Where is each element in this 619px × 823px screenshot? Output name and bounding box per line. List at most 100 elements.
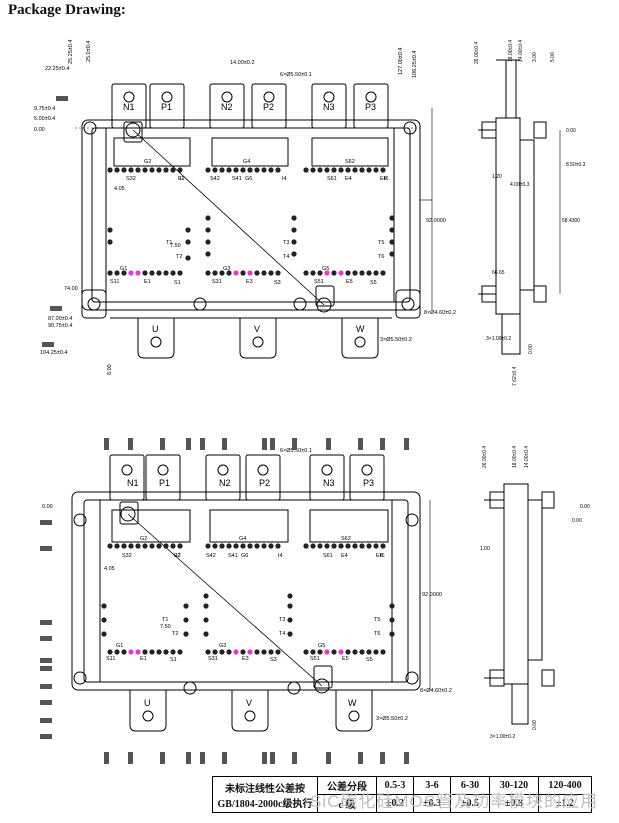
signal-pin [233,270,239,276]
signal-label-s1: S1 [174,280,181,286]
dimension-tag [40,636,52,641]
dimension-tag [262,752,267,764]
signal-pin [156,167,162,173]
dimension-tag [200,438,205,450]
terminal-label-n3: N3 [323,478,335,488]
signal-pin [287,631,293,637]
side-dimension-label: 58.4300 [562,218,580,224]
signal-pin [268,543,274,549]
signal-pin [212,649,218,655]
dimension-label: 3×Ø5.50±0.2 [376,716,408,722]
signal-pin [291,239,297,245]
dimension-label: 4.05 [104,566,115,572]
signal-label-t5: T5 [374,617,380,623]
signal-label-s11: S11 [106,656,115,662]
signal-pin [324,649,330,655]
signal-pin [107,227,113,233]
signal-pin [261,543,267,549]
signal-pin [291,251,297,257]
side-dimension-label: 26.00±0.4 [474,42,480,64]
signal-pin [142,270,148,276]
signal-pin [185,239,191,245]
signal-label-e1: E1 [144,279,151,285]
signal-pin [107,239,113,245]
terminal-label-w: W [348,698,357,708]
signal-label-i6: I6 [384,176,389,182]
signal-pin [219,167,225,173]
signal-label-g2: G2 [140,536,147,542]
dimension-tag [104,438,109,450]
terminal-label-v: V [246,698,252,708]
terminal-label-n3: N3 [323,102,335,112]
signal-pin [324,543,330,549]
dimension-tag [404,752,409,764]
signal-label-g6: G6 [245,176,252,182]
signal-pin [331,167,337,173]
signal-pin [389,251,395,257]
signal-pin [366,270,372,276]
signal-pin [107,543,113,549]
signal-pin [219,270,225,276]
signal-label-e3: E3 [246,279,253,285]
dimension-label: 7.50 [160,624,171,630]
signal-label-e5: E5 [342,656,349,662]
dimension-label: 4.05 [114,186,125,192]
signal-pin [149,649,155,655]
signal-pin [177,543,183,549]
dimension-label: 22.25±0.4 [45,66,69,72]
side-dimension-label: 0.00 [566,128,576,134]
signal-pin [101,603,107,609]
signal-pin [121,649,127,655]
terminal-label-v: V [254,324,260,334]
signal-pin [149,543,155,549]
signal-label-g2: G2 [144,159,151,165]
signal-pin [359,543,365,549]
dimension-label: 5.00±0.4 [34,116,55,122]
signal-pin [380,543,386,549]
signal-pin [240,270,246,276]
signal-pin [226,543,232,549]
dimension-tag [40,520,52,525]
signal-pin [205,270,211,276]
signal-pin [170,543,176,549]
signal-pin [324,270,330,276]
signal-pin [303,270,309,276]
signal-pin [331,649,337,655]
label-line1: 未标注线性公差按 [225,783,305,795]
signal-pin [107,270,113,276]
signal-pin [389,631,395,637]
signal-pin [107,167,113,173]
signal-label-s62: S62 [345,159,355,165]
signal-pin [233,167,239,173]
signal-pin [114,270,120,276]
signal-pin [219,543,225,549]
signal-pin [114,649,120,655]
signal-pin [170,649,176,655]
dimension-tag [56,96,68,101]
signal-label-t6: T6 [378,254,384,260]
value-cell: ±0.8 [489,794,539,813]
signal-label-i4: I4 [282,176,287,182]
signal-label-e2: E2 [174,553,181,559]
signal-pin [303,167,309,173]
dimension-tag [292,752,297,764]
bottom-side-view [484,483,555,725]
dimension-tag [40,718,52,723]
signal-pin [268,167,274,173]
dimension-tag [40,658,52,663]
signal-label-e3: E3 [242,656,249,662]
terminal-label-p3: P3 [363,478,374,488]
dimension-tags [40,96,409,764]
dimension-tag [292,438,297,450]
signal-pin [352,270,358,276]
signal-pin [310,167,316,173]
terminal-label-p1: P1 [161,102,172,112]
signal-label-s51: S51 [310,656,320,662]
signal-pin [107,649,113,655]
dimension-tag [40,546,52,551]
signal-pin [366,167,372,173]
bottom-view-outline [71,454,421,732]
signal-label-s41: S41 [232,176,242,182]
dimension-tag [222,438,227,450]
signal-pin [240,167,246,173]
